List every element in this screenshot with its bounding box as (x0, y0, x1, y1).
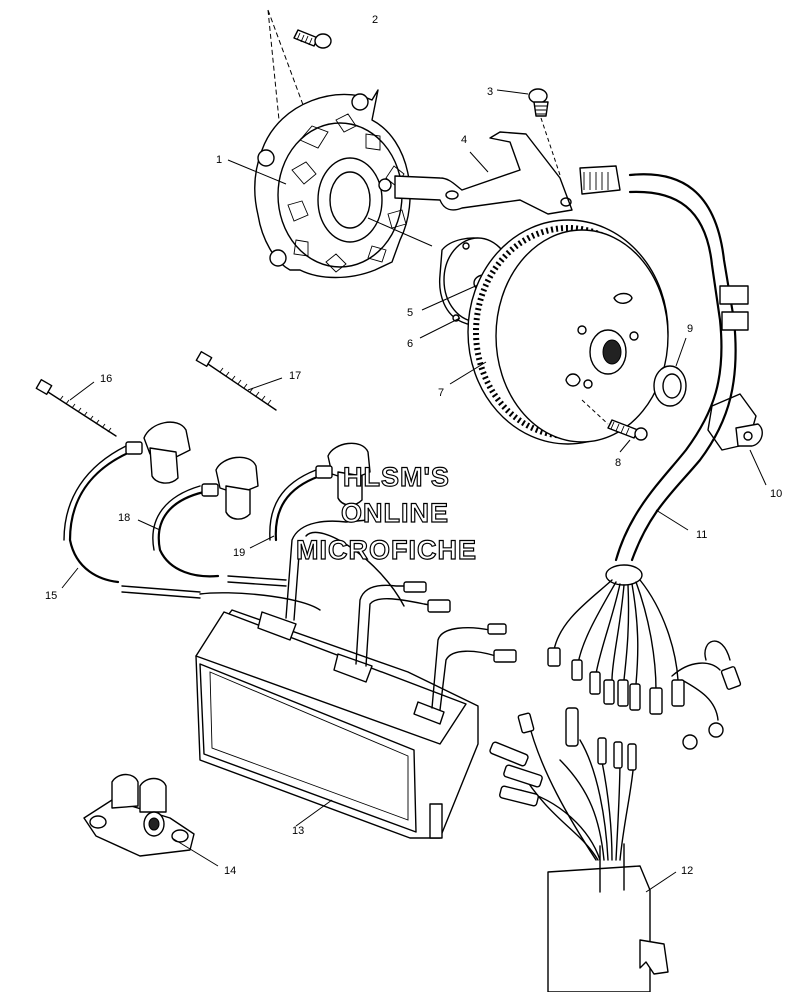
callout-11: 11 (696, 529, 707, 541)
callout-3: 3 (487, 86, 493, 98)
callout-13: 13 (292, 825, 304, 837)
part-15-plug-wire (63, 421, 191, 584)
part-10-connector (707, 393, 763, 451)
part-14-regulator (83, 773, 195, 857)
watermark: HLSM'S ONLINE MICROFICHE (295, 461, 477, 565)
part-4-bracket (394, 131, 573, 215)
part-3-bolt (528, 88, 549, 117)
part-13-cdi-box (195, 609, 479, 839)
callout-17: 17 (289, 370, 301, 382)
callout-9: 9 (687, 323, 693, 335)
callout-15: 15 (45, 590, 57, 602)
callout-1: 1 (216, 154, 222, 166)
callout-7: 7 (438, 387, 444, 399)
callout-10: 10 (770, 488, 782, 500)
wire-ends (121, 575, 321, 611)
watermark-line-1: HLSM'S (343, 462, 450, 492)
cdi-wires (285, 519, 517, 711)
part-8-screw (607, 419, 648, 441)
part-12-lower-harness (489, 707, 669, 992)
harness-wires (547, 579, 742, 750)
callout-6: 6 (407, 338, 413, 350)
part-18-plug-wire (152, 456, 259, 578)
callout-16: 16 (100, 373, 112, 385)
callout-8: 8 (615, 457, 621, 469)
part-11-harness (579, 165, 749, 586)
callout-labels: 1 2 3 4 5 6 7 8 9 10 11 12 13 14 15 16 1… (45, 14, 782, 877)
watermark-line-2: ONLINE (341, 498, 449, 528)
callout-14: 14 (224, 865, 236, 877)
callout-5: 5 (407, 307, 413, 319)
part-2-screw (293, 29, 332, 49)
watermark-line-3: MICROFICHE (296, 535, 477, 565)
callout-19: 19 (233, 547, 245, 559)
callout-18: 18 (118, 512, 130, 524)
callout-2: 2 (372, 14, 378, 26)
callout-12: 12 (681, 865, 693, 877)
part-19-plug-wire (269, 442, 371, 542)
callout-4: 4 (461, 134, 467, 146)
part-16-cable-tie (35, 378, 117, 437)
part-9-seal (653, 365, 687, 407)
part-7-flywheel (467, 219, 669, 445)
part-17-cable-tie (195, 350, 277, 411)
part-1-stator (254, 89, 411, 279)
